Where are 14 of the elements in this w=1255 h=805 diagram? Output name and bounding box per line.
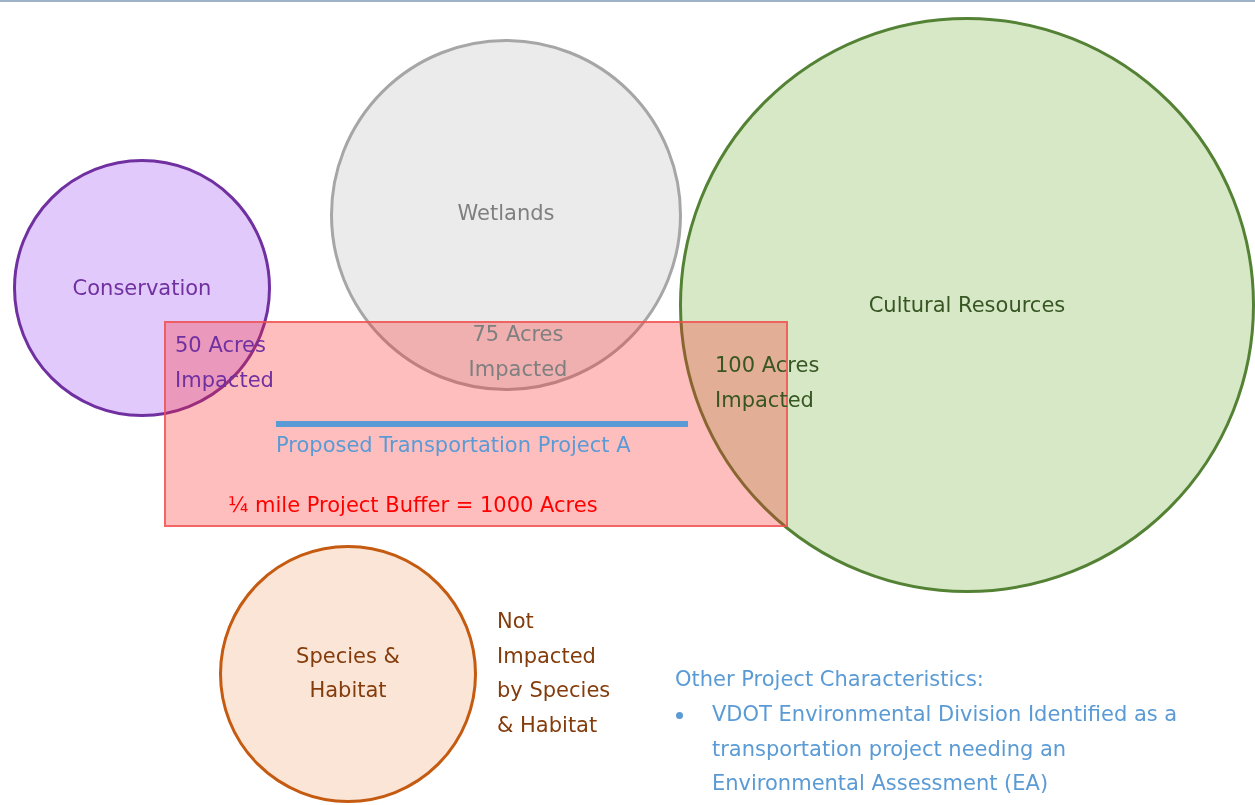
heading-text: Other Project Characteristics: [675, 666, 985, 693]
conservation-circle [13, 159, 271, 417]
route-label: Proposed Transportation Project A [276, 433, 631, 457]
cultural-resources-circle [679, 17, 1255, 593]
note-text: Not Impacted by Species & Habitat [497, 608, 612, 739]
species-habitat-circle [219, 545, 477, 803]
wetlands-circle [330, 39, 682, 391]
impact-label: 75 Acres Impacted [467, 321, 569, 383]
circle-label: Cultural Resources [867, 292, 1067, 319]
circle-label: Wetlands [456, 200, 556, 227]
buffer-label: ¼ mile Project Buffer = 1000 Acres [228, 493, 598, 517]
circle-label: Species & Habitat [295, 643, 401, 704]
bullet-text: VDOT Environmental Division Identified as a transportation project needing an Environmental Assessment (EA) [712, 701, 1179, 798]
circle-label: Conservation [71, 275, 213, 302]
